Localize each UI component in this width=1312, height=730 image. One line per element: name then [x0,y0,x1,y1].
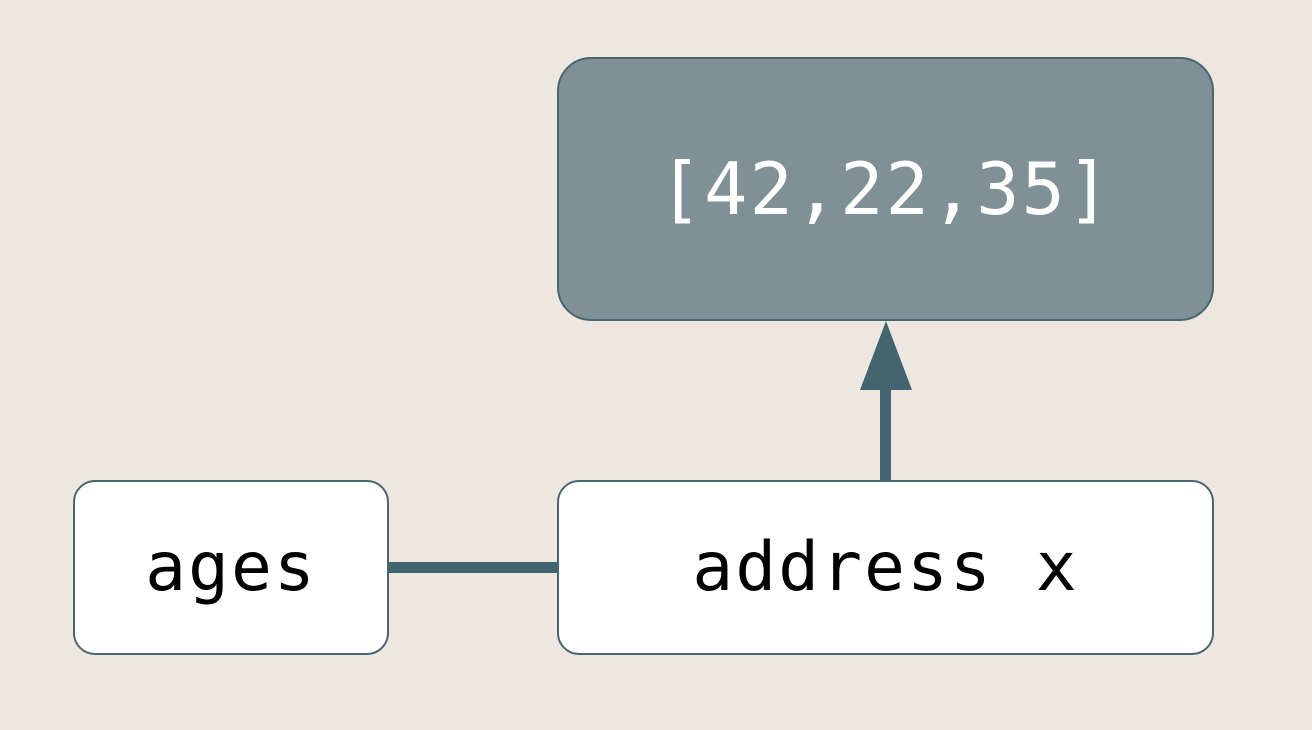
variable-link-line [389,562,557,573]
reference-arrow-shaft [880,386,891,480]
array-value-box: [42,22,35] [557,57,1214,321]
address-box: address x [557,480,1214,655]
variable-name-box: ages [73,480,389,655]
reference-arrow-head [860,321,912,390]
